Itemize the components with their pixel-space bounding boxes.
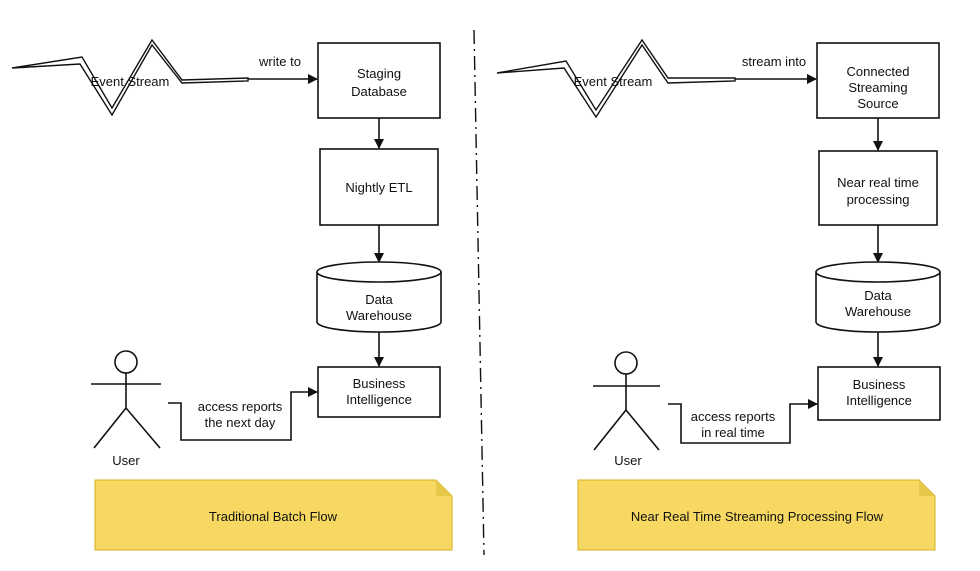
stick-figure-icon [91,350,161,449]
streaming-flow-note: Near Real Time Streaming Processing Flow [577,479,936,551]
batch-flow-note: Traditional Batch Flow [94,479,453,551]
streaming-user-label: User [614,453,642,468]
staging-label-line1: Staging [357,66,401,81]
processing-label-line1: Near real time [837,175,919,190]
folded-note-icon [94,479,453,551]
etl-label: Nightly ETL [345,180,412,195]
streaming-note-fold [919,480,935,496]
batch-event-stream-node: Event Stream [11,38,249,117]
batch-business-intelligence-node: Business Intelligence [317,366,441,418]
streaming-access-edge [668,399,818,444]
nightly-etl-node: Nightly ETL [319,148,439,226]
folded-note-icon [577,479,936,551]
batch-access-line1: access reports [198,399,283,414]
staging-database-node: Staging Database [317,42,441,119]
streaming-user-actor: User [593,351,660,468]
streaming-bi-line2: Intelligence [846,393,912,408]
batch-access-edge [168,387,318,441]
streaming-event-stream-node: Event Stream [496,38,736,119]
streaming-note-label: Near Real Time Streaming Processing Flow [631,509,884,524]
batch-data-warehouse-node: Data Warehouse [316,261,442,333]
streaming-warehouse-line1: Data [864,288,892,303]
source-label-line3: Source [857,96,898,111]
batch-event-stream-label: Event Stream [91,74,170,89]
streaming-bi-line1: Business [853,377,906,392]
batch-user-label: User [112,453,140,468]
staging-label-line2: Database [351,84,407,99]
batch-write-label: write to [258,54,301,69]
processing-label-line2: processing [847,192,910,207]
connected-streaming-source-node: Connected Streaming Source [816,42,940,119]
streaming-business-intelligence-node: Business Intelligence [817,366,941,421]
streaming-data-warehouse-node: Data Warehouse [815,261,941,333]
source-label-line2: Streaming [848,80,907,95]
batch-user-actor: User [91,350,161,468]
streaming-access-line2: in real time [701,425,765,440]
batch-bi-line1: Business [353,376,406,391]
database-cylinder-icon [316,261,442,333]
streaming-warehouse-line2: Warehouse [845,304,911,319]
streaming-access-line1: access reports [691,409,776,424]
batch-flow: Event Stream write to Staging Database N… [11,38,453,551]
streaming-into-label: stream into [742,54,806,69]
batch-note-fold [436,480,452,496]
batch-note-label: Traditional Batch Flow [209,509,338,524]
section-divider [473,29,485,556]
source-label-line1: Connected [847,64,910,79]
streaming-event-stream-label: Event Stream [574,74,653,89]
streaming-flow: Event Stream stream into Connected Strea… [496,38,941,551]
near-real-time-processing-node: Near real time processing [818,150,938,226]
batch-access-line2: the next day [205,415,276,430]
batch-warehouse-line1: Data [365,292,393,307]
stick-figure-icon [593,351,660,451]
database-cylinder-icon [815,261,941,333]
batch-bi-line2: Intelligence [346,392,412,407]
batch-warehouse-line2: Warehouse [346,308,412,323]
